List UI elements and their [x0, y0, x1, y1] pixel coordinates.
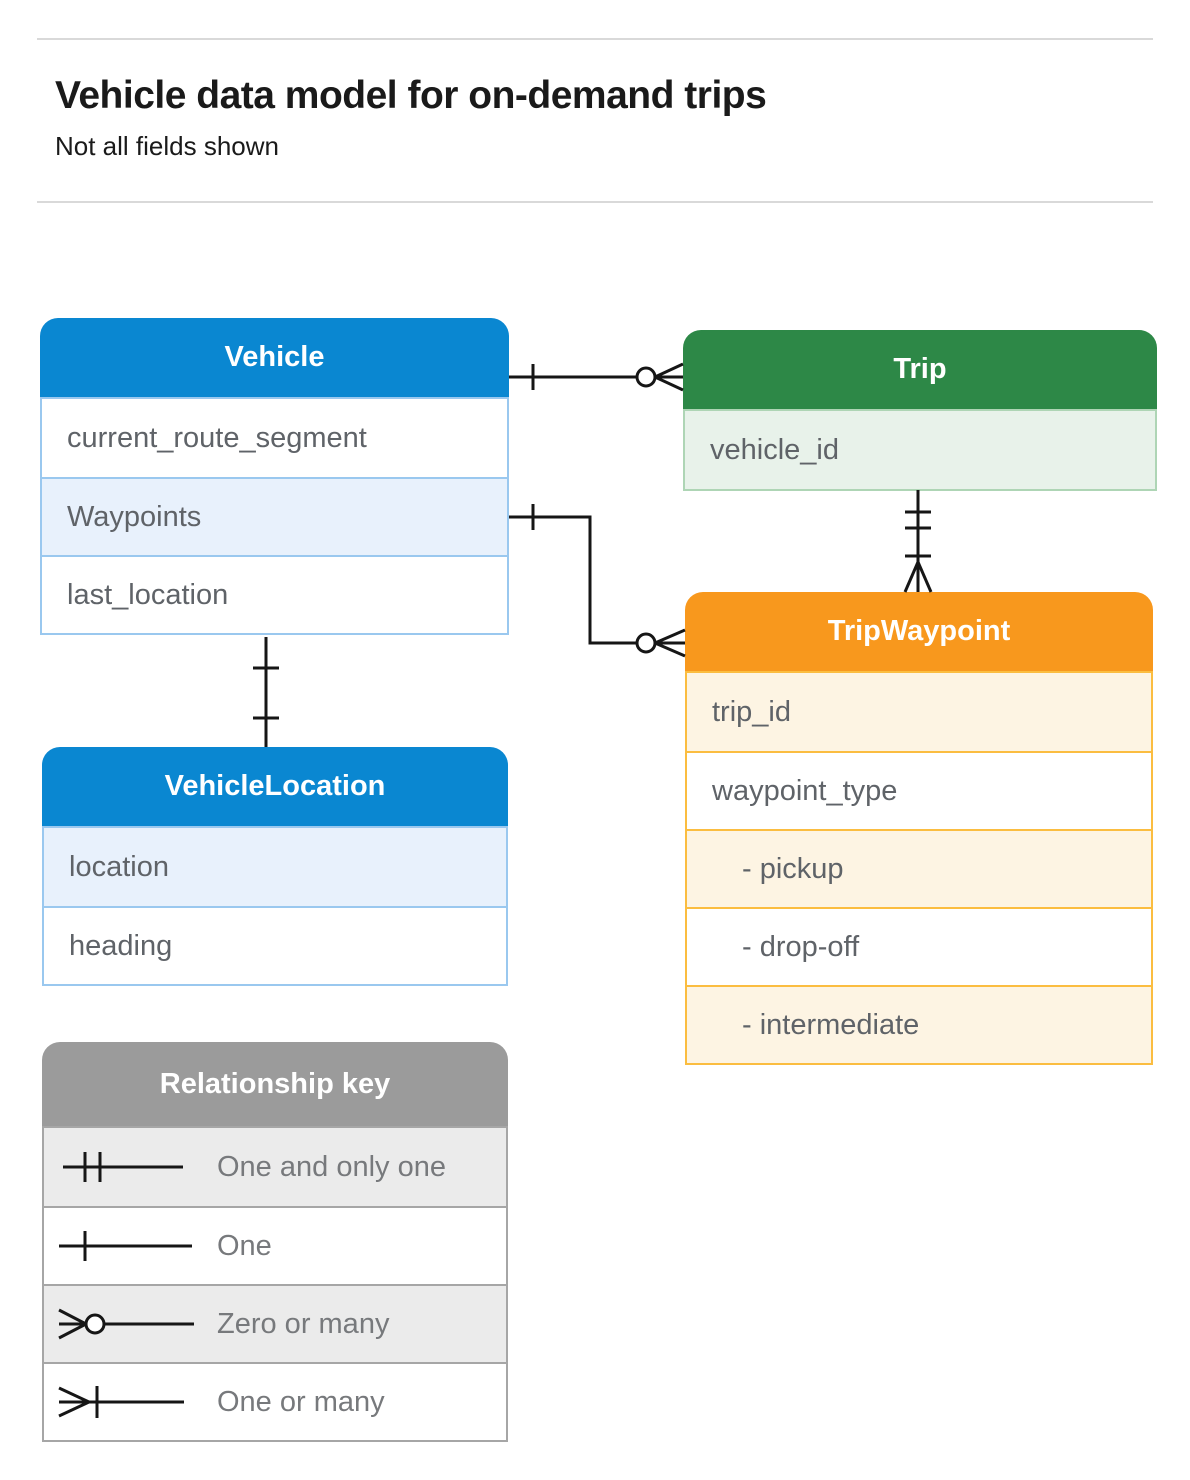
field-label: trip_id	[712, 695, 791, 728]
relationship-key: Relationship key One and only one One	[42, 1042, 508, 1442]
entity-vehicle-location-rows: location heading	[42, 826, 508, 986]
entity-vehicle: Vehicle current_route_segment Waypoints …	[40, 318, 509, 635]
legend-item-label: One	[217, 1229, 272, 1262]
entity-trip: Trip vehicle_id	[683, 330, 1157, 491]
field-row: vehicle_id	[685, 411, 1155, 489]
page-subtitle: Not all fields shown	[55, 131, 279, 161]
entity-trip-waypoint: TripWaypoint trip_id waypoint_type - pic…	[685, 592, 1153, 1065]
field-label: - intermediate	[742, 1008, 920, 1041]
connector-vehicle-waypoints-tripwaypoint	[509, 504, 686, 658]
field-label: vehicle_id	[710, 433, 839, 466]
field-row: trip_id	[687, 673, 1151, 751]
entity-trip-waypoint-title: TripWaypoint	[685, 592, 1153, 671]
zero-or-many-symbol-icon	[58, 1308, 194, 1340]
header-divider	[37, 201, 1153, 203]
field-row: Waypoints	[42, 477, 507, 555]
entity-trip-rows: vehicle_id	[683, 409, 1157, 491]
field-label: - pickup	[742, 852, 844, 885]
entity-trip-title: Trip	[683, 330, 1157, 409]
field-row: location	[44, 828, 506, 906]
field-label: last_location	[67, 578, 229, 611]
field-row: - drop-off	[687, 907, 1151, 985]
connector-vehicle-vehiclelocation	[253, 637, 279, 747]
entity-vehicle-location-title: VehicleLocation	[42, 747, 508, 826]
legend-item-label: One and only one	[217, 1150, 446, 1183]
field-row: - intermediate	[687, 985, 1151, 1063]
field-label: location	[69, 850, 169, 883]
field-label: current_route_segment	[67, 421, 367, 454]
field-label: waypoint_type	[712, 774, 898, 807]
legend-item: One	[44, 1206, 506, 1284]
legend-item: One or many	[44, 1362, 506, 1440]
connector-vehicle-trip	[509, 362, 684, 392]
page-title: Vehicle data model for on-demand trips	[55, 74, 767, 117]
legend-item: One and only one	[44, 1128, 506, 1206]
field-row: heading	[44, 906, 506, 984]
field-label: Waypoints	[67, 500, 202, 533]
top-divider	[37, 38, 1153, 40]
one-symbol-icon	[59, 1231, 192, 1261]
field-row: last_location	[42, 555, 507, 633]
one-or-many-symbol-icon	[58, 1386, 184, 1418]
field-row: current_route_segment	[42, 399, 507, 477]
legend-item-label: Zero or many	[217, 1307, 390, 1340]
field-row: waypoint_type	[687, 751, 1151, 829]
legend-item: Zero or many	[44, 1284, 506, 1362]
relationship-key-title: Relationship key	[42, 1042, 508, 1126]
entity-vehicle-rows: current_route_segment Waypoints last_loc…	[40, 397, 509, 635]
legend-item-label: One or many	[217, 1385, 385, 1418]
field-label: - drop-off	[742, 930, 860, 963]
field-label: heading	[69, 929, 173, 962]
relationship-key-rows: One and only one One Zero or many	[42, 1126, 508, 1442]
entity-vehicle-title: Vehicle	[40, 318, 509, 397]
connector-trip-tripwaypoint	[903, 490, 933, 593]
entity-trip-waypoint-rows: trip_id waypoint_type - pickup - drop-of…	[685, 671, 1153, 1065]
one-and-only-one-symbol-icon	[63, 1152, 183, 1182]
field-row: - pickup	[687, 829, 1151, 907]
entity-vehicle-location: VehicleLocation location heading	[42, 747, 508, 986]
